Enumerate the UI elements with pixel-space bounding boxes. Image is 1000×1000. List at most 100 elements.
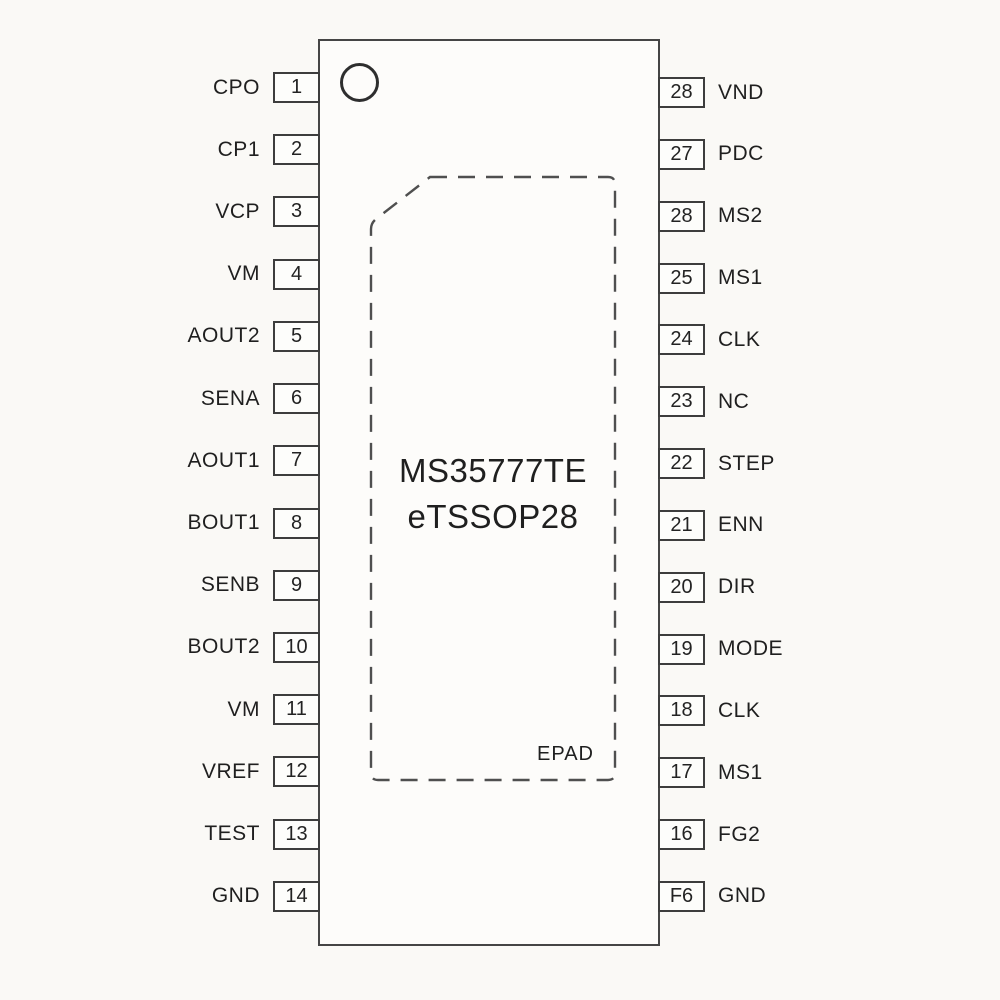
pin-number-box: 19 [658, 633, 705, 665]
pin-number: 17 [670, 761, 693, 784]
pin-number-box: 2 [273, 134, 320, 166]
pin-row: BOUT1 8 [187, 507, 320, 539]
pin-number: 23 [670, 390, 693, 413]
pin-label: PDC [718, 142, 764, 166]
pin-number: 3 [290, 200, 303, 223]
pin-label: GND [211, 884, 260, 908]
pin-number-box: 24 [658, 324, 705, 356]
epad-outline [369, 175, 617, 782]
pin1-indicator-icon [340, 63, 379, 102]
pin-number: 14 [285, 884, 308, 907]
pin-row: CP1 2 [217, 134, 320, 166]
pin-number: 19 [670, 637, 693, 660]
pin-label: MS1 [718, 266, 763, 290]
pin-label: BOUT1 [187, 511, 260, 535]
pin-label: DIR [718, 575, 756, 599]
pin-number: 1 [290, 76, 303, 98]
pin-row: AOUT1 7 [187, 445, 320, 477]
pin-row: VM 11 [227, 694, 320, 726]
pin-label: MS2 [718, 204, 763, 228]
pin-number-box: 27 [658, 138, 705, 170]
pin-label: VM [227, 262, 260, 286]
pin-number: 24 [670, 328, 693, 351]
pin-label: AOUT1 [187, 448, 260, 472]
pin-number-box: 5 [273, 320, 320, 352]
pin-label: AOUT2 [187, 324, 260, 348]
pin-number-box: 11 [273, 694, 320, 726]
pin-number-box: 20 [658, 571, 705, 603]
pin-number-box: 21 [658, 509, 705, 541]
pin-label: MS1 [718, 760, 763, 784]
package-label: eTSSOP28 [407, 498, 579, 535]
pin-number-box: 1 [273, 72, 320, 103]
pin-number: 27 [670, 142, 693, 165]
pin-number: 12 [285, 760, 308, 783]
pin-number-box: 4 [273, 258, 320, 290]
pin-number: 28 [670, 204, 693, 227]
epad-label: EPAD [537, 743, 594, 765]
pin-label: VM [227, 697, 260, 721]
pin-row: GND 14 [211, 880, 320, 912]
pin-label: MODE [718, 637, 783, 661]
pin-row: 17 MS1 [658, 757, 763, 789]
pin-number-box: 28 [658, 77, 705, 108]
pin-label: FG2 [718, 822, 761, 846]
pin-number: 6 [290, 387, 303, 410]
pin-number-box: 22 [658, 448, 705, 480]
pin-number-box: 10 [273, 631, 320, 663]
pin-label: CLK [718, 698, 761, 722]
pin-number: 10 [285, 635, 308, 658]
pin-row: 21 ENN [658, 509, 764, 541]
pin-row: 20 DIR [658, 571, 756, 603]
pin-row: 27 PDC [658, 138, 764, 170]
pin-number: 9 [290, 573, 303, 596]
pin-number: 8 [290, 511, 303, 534]
pin-label: STEP [718, 451, 775, 475]
pin-number: 22 [670, 452, 693, 475]
pin-number-box: 23 [658, 386, 705, 418]
pin-label: GND [718, 884, 767, 908]
pin-label: BOUT2 [187, 635, 260, 659]
pin-label: SENA [200, 386, 260, 410]
pin-number-box: 16 [658, 819, 705, 851]
chip-body: MS35777TE eTSSOP28 EPAD [318, 39, 660, 946]
pin-number-box: 8 [273, 507, 320, 539]
pin-number: 20 [670, 575, 693, 598]
pin-label: VND [718, 80, 764, 104]
pin-row: AOUT2 5 [187, 320, 320, 352]
pin-number: 28 [670, 81, 693, 103]
pin-row: 28 MS2 [658, 200, 763, 232]
pin-number-box: 14 [273, 880, 320, 912]
pin-number-box: 17 [658, 757, 705, 789]
pin-label: ENN [718, 513, 764, 537]
pin-row: 18 CLK [658, 695, 761, 727]
pin-number: 4 [290, 262, 303, 285]
pin-number: 21 [670, 513, 693, 536]
pin-number: 11 [286, 698, 307, 721]
pin-number: 13 [285, 822, 308, 845]
pin-number-box: 9 [273, 569, 320, 601]
pin-number: 2 [290, 138, 303, 161]
pin-number: 7 [290, 449, 303, 472]
pin-number-box: 28 [658, 200, 705, 232]
pin-label: VREF [201, 759, 260, 783]
pin-number-box: 3 [273, 196, 320, 228]
pin-row: SENA 6 [200, 383, 320, 415]
pin-label: SENB [200, 573, 260, 597]
pin-label: CP1 [217, 137, 260, 161]
pin-number: 5 [290, 324, 303, 347]
pin-row: SENB 9 [200, 569, 320, 601]
pin-number-box: 18 [658, 695, 705, 727]
chip-title: MS35777TE eTSSOP28 [370, 448, 616, 540]
part-number-label: MS35777TE [399, 452, 587, 489]
pin-number: 16 [670, 823, 693, 846]
pin-number-box: 25 [658, 262, 705, 294]
